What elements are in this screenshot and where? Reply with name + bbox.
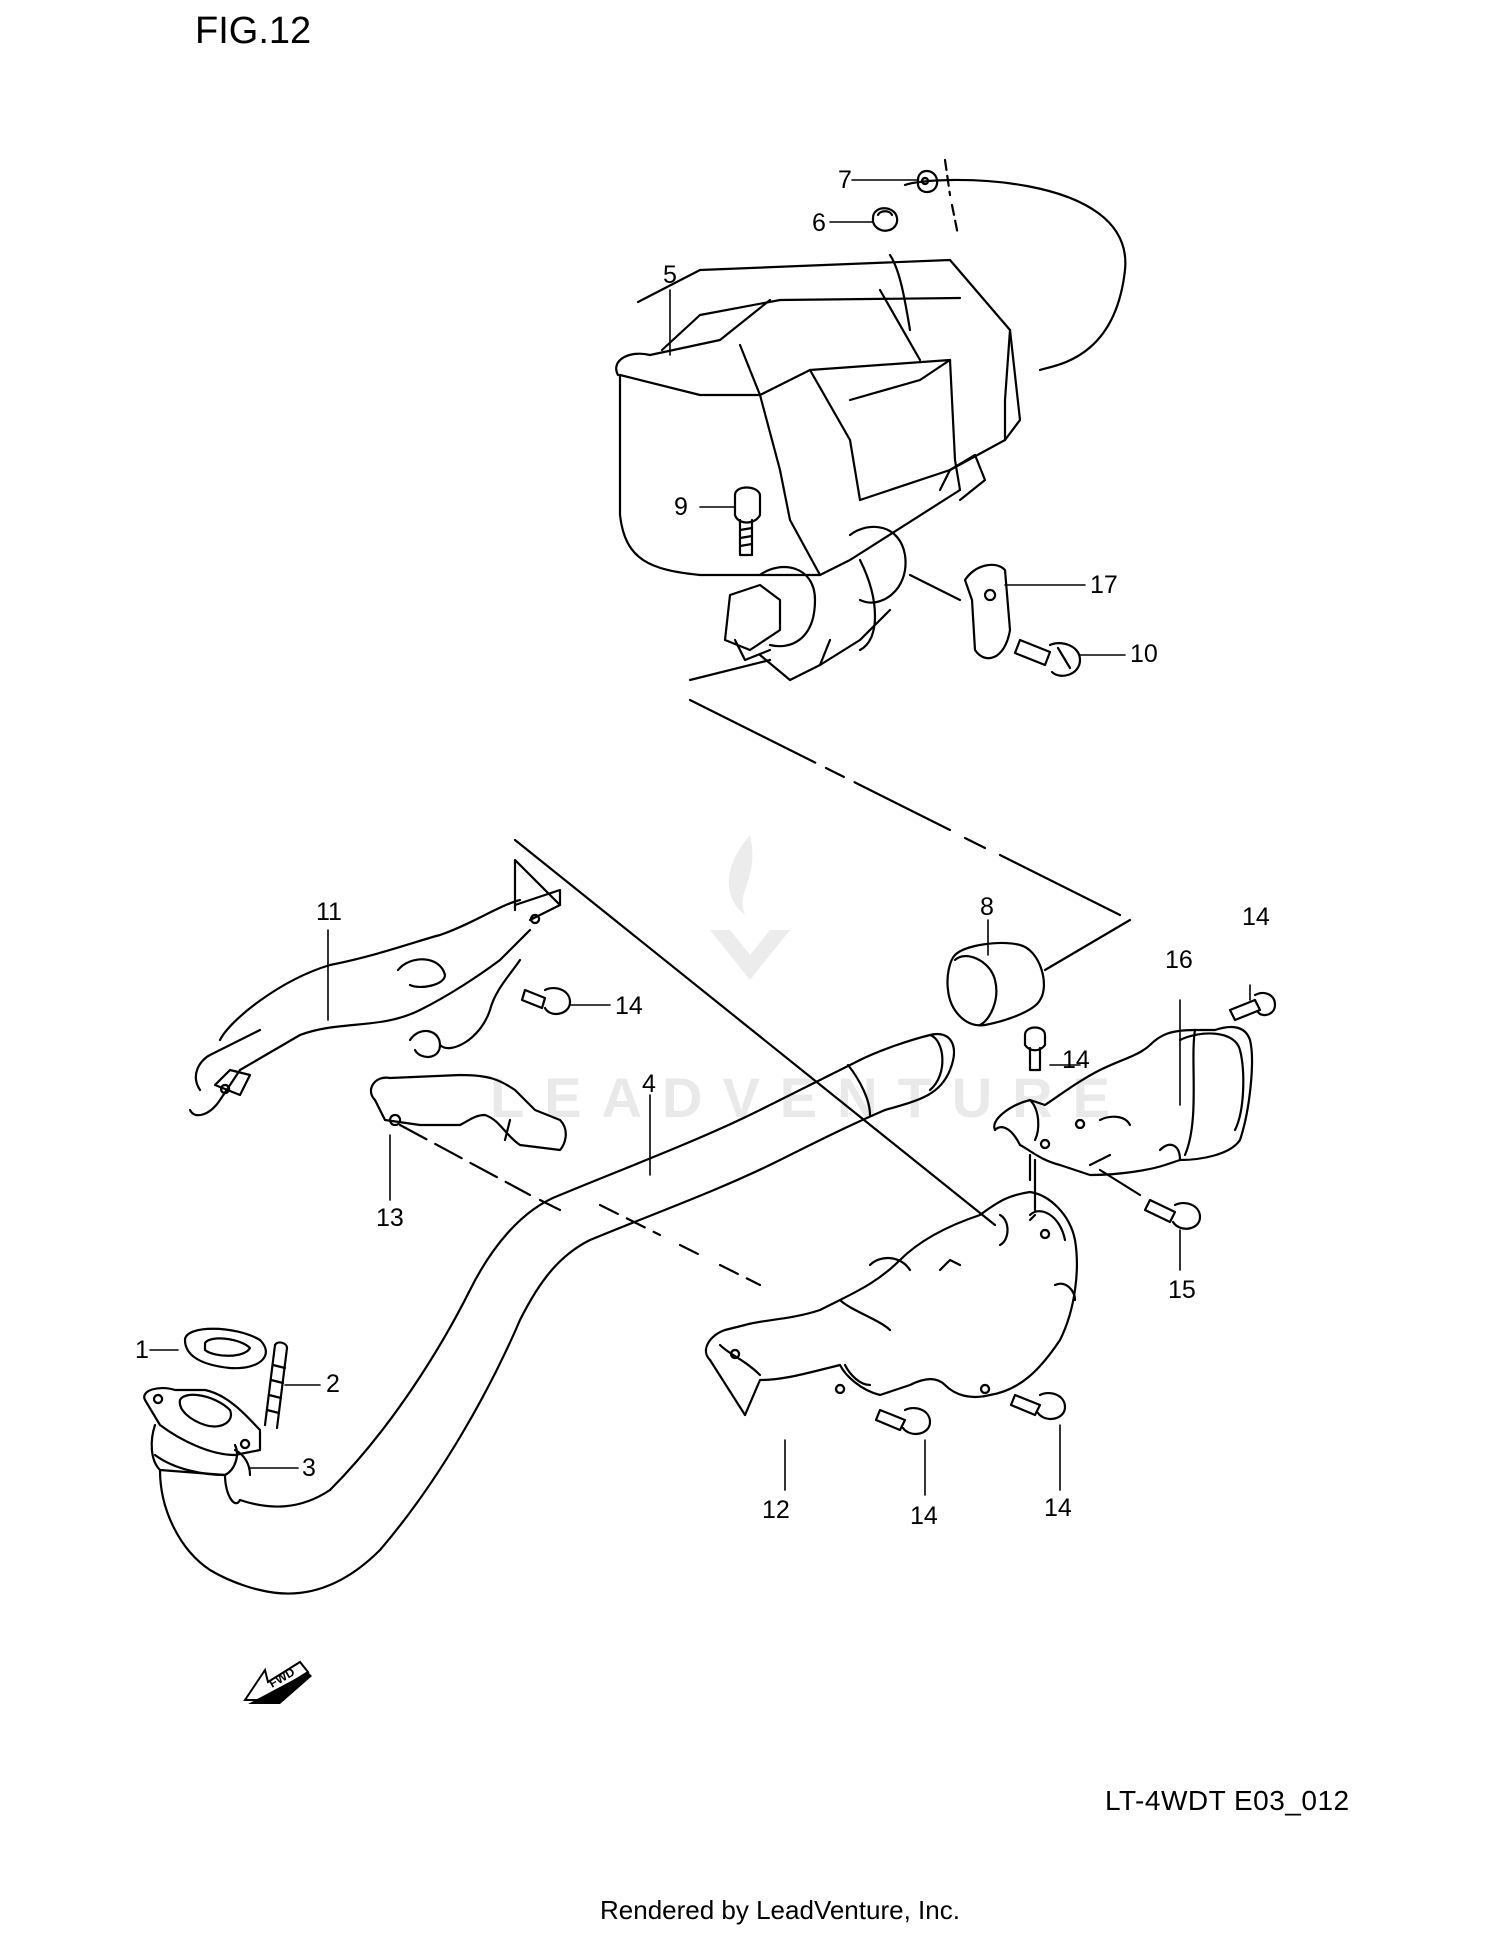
bolt-part-9 (733, 486, 762, 557)
callout-8: 8 (980, 893, 994, 921)
washer-part-7 (916, 169, 939, 194)
watermark-logo (690, 830, 810, 995)
sleeve-part-8 (946, 941, 1045, 1027)
callout-11: 11 (316, 898, 342, 926)
heat-shield-part-16 (993, 1025, 1254, 1177)
callout-14-b: 14 (1242, 903, 1270, 931)
bolt-part-14d (1023, 1026, 1047, 1072)
bolt-part-14c (1009, 1391, 1067, 1421)
callout-16: 16 (1165, 946, 1193, 974)
bolt-part-14b (874, 1406, 932, 1436)
render-credit: Rendered by LeadVenture, Inc. (600, 1895, 960, 1925)
gasket-part-1 (183, 1327, 267, 1370)
callout-6: 6 (812, 209, 826, 237)
heat-shield-part-11 (188, 858, 562, 1117)
callout-14-c: 14 (1062, 1046, 1090, 1074)
stud-part-2 (263, 1341, 289, 1430)
callout-12: 12 (762, 1496, 790, 1524)
forward-arrow-icon: FWD (243, 1660, 312, 1704)
muffler-inlet-clamp (723, 525, 907, 682)
figure-title: FIG.12 (195, 10, 312, 52)
bolt-part-14e (1228, 991, 1277, 1022)
callout-14-d: 14 (910, 1502, 938, 1530)
diagram-code: LT-4WDT E03_012 (1105, 1785, 1350, 1816)
bracket-part-17 (963, 563, 1012, 660)
callout-17: 17 (1090, 571, 1118, 599)
callout-15: 15 (1168, 1276, 1196, 1304)
muffler-part-5 (615, 178, 1127, 577)
callout-14-e: 14 (1044, 1494, 1072, 1522)
callout-9: 9 (674, 493, 688, 521)
nut-part-6 (871, 207, 899, 232)
watermark-text: LEADVENTURE (490, 1066, 1131, 1129)
callout-1: 1 (135, 1336, 149, 1364)
callout-5: 5 (663, 261, 677, 289)
exhaust-pipe-part-4 (238, 1032, 955, 1595)
bracket-part-13 (369, 1073, 567, 1152)
callout-4: 4 (642, 1070, 656, 1098)
heat-shield-part-12 (704, 1190, 1078, 1417)
callout-14-a: 14 (615, 992, 643, 1020)
callout-10: 10 (1130, 640, 1158, 668)
bolt-part-10 (1013, 638, 1082, 677)
callout-7: 7 (838, 166, 852, 194)
bolt-part-14a (520, 986, 572, 1016)
callout-3: 3 (302, 1454, 316, 1482)
bolt-part-15 (1143, 1198, 1202, 1230)
callout-2: 2 (326, 1370, 340, 1398)
callout-13: 13 (376, 1204, 404, 1232)
flange-part-3 (143, 1386, 262, 1592)
